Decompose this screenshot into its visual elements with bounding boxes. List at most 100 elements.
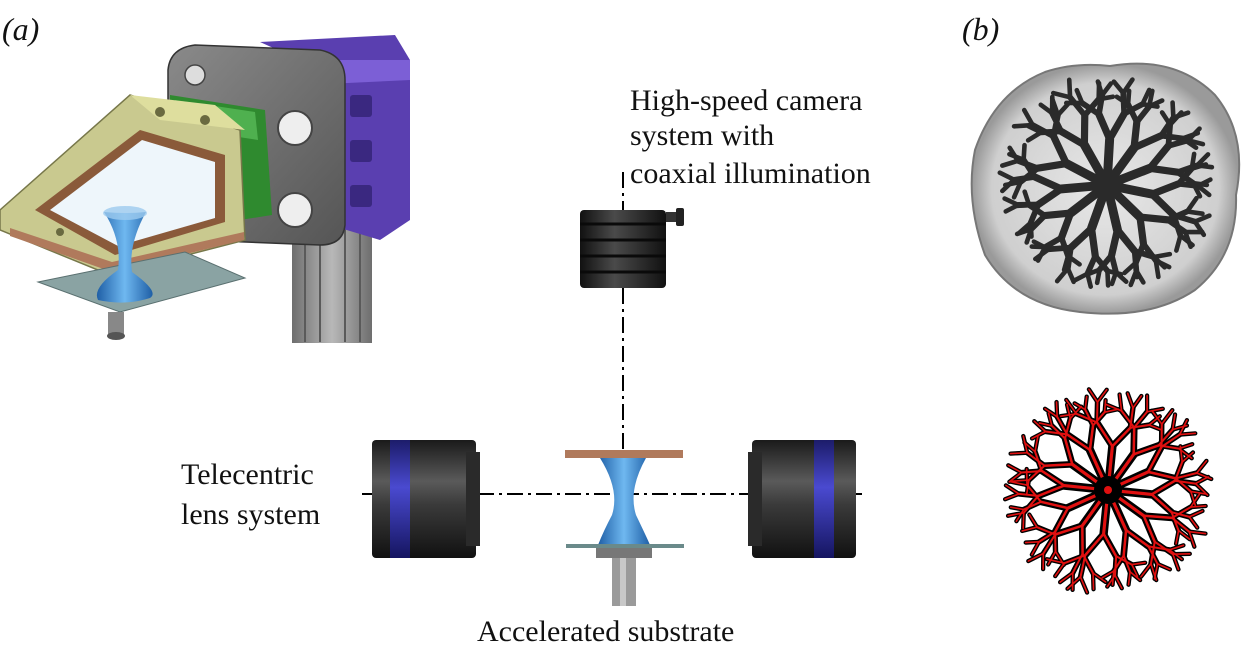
branch-segment	[1028, 513, 1038, 528]
branch-segment	[1124, 528, 1150, 548]
branch-segment	[1079, 100, 1102, 118]
branch-segment	[1115, 555, 1133, 566]
branch-segment	[1054, 550, 1065, 566]
branch-segment	[1039, 500, 1070, 510]
branch-segment	[1056, 415, 1069, 436]
branch-segment	[1096, 388, 1108, 403]
branch-segment	[1065, 433, 1092, 452]
branch-segment	[1005, 484, 1020, 495]
branch-segment	[1014, 157, 1041, 172]
branch-segment	[1026, 124, 1044, 135]
branch-segment	[1133, 410, 1149, 429]
branch-segment	[1194, 482, 1209, 496]
branch-segment	[1190, 490, 1207, 495]
branch-segment	[1131, 563, 1139, 578]
branch-segment	[1084, 408, 1095, 427]
branch-segment	[1188, 510, 1204, 518]
branch-segment	[1034, 435, 1039, 453]
branch-segment	[1195, 460, 1208, 474]
branch-segment	[1059, 572, 1074, 583]
branch-segment	[1050, 424, 1067, 440]
branch-segment	[1015, 508, 1025, 522]
branch-segment	[1142, 514, 1174, 520]
branch-segment	[1120, 77, 1135, 96]
branch-segment	[1113, 470, 1150, 489]
branch-segment	[1070, 462, 1104, 487]
branch-segment	[1136, 213, 1172, 224]
telecentric-label-line2: lens system	[181, 498, 320, 531]
branch-segment	[1031, 430, 1047, 440]
substrate-label: Accelerated substrate	[477, 615, 734, 648]
branch-segment	[1042, 533, 1057, 555]
branch-segment	[1079, 140, 1108, 183]
branch-segment	[1147, 545, 1171, 551]
branch-segment	[1178, 432, 1197, 436]
branch-segment	[1142, 514, 1157, 543]
branch-segment	[1053, 524, 1084, 536]
branch-segment	[1066, 77, 1073, 100]
branch-segment	[1053, 506, 1070, 534]
high-speed-camera	[580, 208, 684, 288]
branch-segment	[1055, 101, 1071, 118]
branch-segment	[1127, 570, 1131, 586]
branch-segment	[1066, 185, 1106, 218]
branch-segment	[1083, 532, 1105, 557]
branch-segment	[1151, 254, 1167, 270]
branch-segment	[1046, 558, 1066, 564]
branch-segment	[1171, 516, 1191, 533]
branch-segment	[1038, 128, 1065, 136]
branch-segment	[1146, 164, 1182, 176]
branch-segment	[1084, 253, 1099, 277]
branch-segment	[1057, 209, 1075, 242]
branch-segment	[1071, 552, 1084, 574]
branch-segment	[1036, 484, 1066, 498]
branch-segment	[1190, 180, 1203, 199]
branch-segment	[1042, 234, 1065, 251]
branch-segment	[1022, 494, 1040, 514]
branch-segment	[1095, 421, 1114, 448]
branch-segment	[1178, 419, 1188, 436]
branch-segment	[1140, 87, 1152, 107]
branch-segment	[1011, 479, 1030, 483]
branch-segment	[1103, 399, 1107, 414]
branch-segment	[1150, 493, 1173, 514]
branch-segment	[1007, 464, 1023, 474]
cad-liquid-bridge	[96, 212, 153, 303]
branch-segment	[1160, 433, 1181, 448]
branch-segment	[1061, 253, 1071, 273]
branch-segment	[1183, 229, 1193, 250]
branch-segment	[1054, 562, 1066, 577]
branch-segment	[1159, 110, 1173, 128]
branch-segment	[1073, 271, 1090, 283]
panel-a-label: (a)	[2, 11, 39, 47]
branch-segment	[1151, 410, 1163, 425]
branch-segment	[1066, 491, 1103, 510]
branch-segment	[1008, 471, 1023, 483]
branch-segment	[1114, 555, 1118, 577]
branch-segment	[1165, 137, 1191, 149]
branch-segment	[1096, 92, 1106, 118]
panel-b-label: (b)	[962, 11, 999, 47]
branch-segment	[1164, 208, 1191, 223]
branch-segment	[1099, 81, 1114, 98]
branch-segment	[1146, 142, 1173, 172]
branch-segment	[1088, 424, 1095, 452]
branch-segment	[1025, 484, 1042, 503]
branch-segment	[1170, 511, 1191, 518]
branch-segment	[1148, 190, 1178, 219]
branch-segment	[1087, 224, 1099, 260]
branch-segment	[1171, 506, 1192, 519]
branch-segment	[1188, 530, 1196, 548]
branch-segment	[1130, 118, 1141, 152]
branch-segment	[1034, 159, 1070, 172]
branch-segment	[1002, 196, 1021, 208]
branch-segment	[1028, 212, 1048, 233]
branch-segment	[1131, 248, 1140, 274]
branch-segment	[1103, 408, 1119, 414]
branch-segment	[1031, 173, 1065, 193]
branch-segment	[1131, 248, 1157, 260]
branch-segment	[1153, 258, 1161, 280]
branch-segment	[1184, 195, 1199, 214]
branch-segment	[1125, 88, 1132, 107]
